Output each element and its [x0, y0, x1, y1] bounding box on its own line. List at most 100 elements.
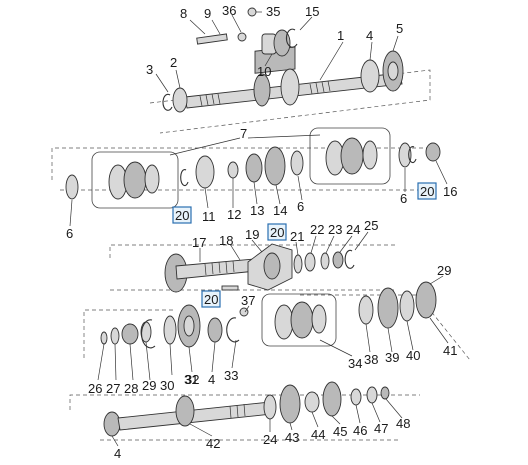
- part-29-gear-right: [415, 281, 437, 319]
- callout-31: 31: [184, 372, 198, 387]
- callout-8: 8: [180, 6, 187, 21]
- part-22-spring: [304, 252, 316, 272]
- callout-25: 25: [364, 218, 378, 233]
- callout-47: 47: [374, 421, 388, 436]
- callout-2: 2: [170, 55, 177, 70]
- callout-20-box-4: [201, 290, 221, 308]
- callout-11: 11: [202, 209, 216, 224]
- callout-40: 40: [406, 348, 420, 363]
- part-25-circlip: [344, 249, 355, 269]
- callout-19: 19: [245, 227, 259, 242]
- callout-37: 37: [241, 293, 255, 308]
- section-reverse: [83, 275, 471, 381]
- part-44-spacer: [304, 391, 320, 413]
- part-33-circlip: [226, 317, 240, 343]
- part-3-circlip: [162, 93, 173, 111]
- part-24-washer-bottom: [263, 394, 277, 420]
- callout-42: 42: [206, 436, 220, 451]
- callout-7: 7: [240, 126, 247, 141]
- part-38-ring: [358, 295, 374, 325]
- part-23-washer: [320, 252, 330, 270]
- callout-29-left: 29: [142, 378, 156, 393]
- callout-38: 38: [364, 352, 378, 367]
- callout-4-mid: 4: [208, 372, 215, 387]
- part-6-ring-mid: [290, 150, 304, 176]
- part-36-ball: [237, 32, 247, 42]
- callout-29: 29: [437, 263, 451, 278]
- callout-20: 20: [175, 208, 189, 223]
- callout-24-bottom: 24: [263, 432, 277, 447]
- part-11-gear-ring: [195, 155, 215, 189]
- part-46-bush: [350, 388, 362, 406]
- callout-33: 33: [224, 368, 238, 383]
- callout-6-right: 6: [400, 191, 407, 206]
- part-13-bearing: [245, 153, 263, 183]
- callout-20-mid: 20: [270, 225, 284, 240]
- section-output-shaft: [69, 381, 420, 447]
- callout-5: 5: [396, 21, 403, 36]
- callout-23: 23: [328, 222, 342, 237]
- callout-43: 43: [285, 430, 299, 445]
- part-21-washer: [293, 254, 303, 274]
- callout-3: 3: [146, 62, 153, 77]
- section-main-shaft: [149, 7, 431, 134]
- callout-18: 18: [219, 233, 233, 248]
- part-43-gear: [279, 384, 301, 424]
- part-31-washer: [163, 315, 177, 345]
- callout-4: 4: [366, 28, 373, 43]
- part-4-bearing-mid: [207, 317, 223, 343]
- callout-44: 44: [311, 427, 325, 442]
- callout-46: 46: [353, 423, 367, 438]
- callout-14: 14: [273, 203, 287, 218]
- part-7-synchro-group-left: [91, 151, 179, 209]
- part-47-washer: [366, 386, 378, 404]
- callout-17: 17: [192, 235, 206, 250]
- part-48-nut: [380, 386, 390, 400]
- part-4-bearing-bottom: [103, 411, 121, 437]
- callout-20-low: 20: [204, 292, 218, 307]
- callout-4-bottom: 4: [114, 446, 121, 461]
- part-16-needle-bearing: [425, 142, 441, 162]
- callout-28: 28: [124, 381, 138, 396]
- part-30-ring: [141, 319, 156, 349]
- part-4-bearing: [360, 59, 380, 93]
- callout-48: 48: [396, 416, 410, 431]
- part-7-synchro-group-right: [309, 127, 391, 185]
- part-39-gear: [377, 287, 399, 329]
- section-countershaft: [109, 231, 395, 293]
- callout-1: 1: [337, 28, 344, 43]
- callout-27: 27: [106, 381, 120, 396]
- callout-39: 39: [385, 350, 399, 365]
- part-12-bush: [227, 161, 239, 179]
- part-2-washer: [172, 87, 188, 113]
- callout-20-box-2: [417, 182, 437, 200]
- callout-45: 45: [333, 424, 347, 439]
- callout-6: 6: [66, 226, 73, 241]
- callout-30: 30: [160, 378, 174, 393]
- callout-6-mid: 6: [297, 199, 304, 214]
- callout-32: 32: [185, 372, 199, 387]
- part-14-gear: [264, 146, 286, 186]
- part-35-screw: [247, 7, 257, 17]
- callout-20-right: 20: [420, 184, 434, 199]
- callout-35: 35: [266, 4, 280, 19]
- part-40-washer: [399, 290, 415, 322]
- callout-13: 13: [250, 203, 264, 218]
- callout-20-box-1: [172, 206, 192, 224]
- callout-labels: 8 9 36 35 15 1 4 5 3 2 10 7 6 20 11 12 1…: [66, 3, 457, 461]
- part-6-ring-left: [65, 174, 79, 200]
- callout-16: 16: [443, 184, 457, 199]
- part-42-output-shaft: [117, 401, 273, 431]
- part-34-synchro-group: [261, 293, 337, 347]
- callout-36: 36: [222, 3, 236, 18]
- callout-41: 41: [443, 343, 457, 358]
- callout-12: 12: [227, 207, 241, 222]
- callout-24: 24: [346, 222, 360, 237]
- callout-15: 15: [305, 4, 319, 19]
- callout-10: 10: [257, 64, 271, 79]
- callout-22: 22: [310, 222, 324, 237]
- part-24-nut: [332, 251, 344, 269]
- part-45-gear: [322, 381, 342, 417]
- callout-20-box-3: [267, 223, 287, 241]
